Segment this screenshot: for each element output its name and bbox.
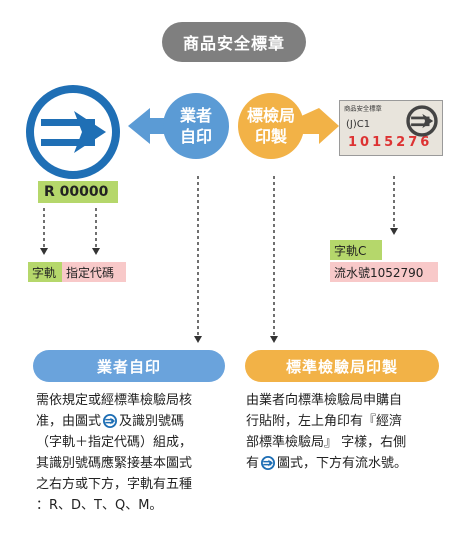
- safety-sticker: 商品安全標章 (J)C1 1015276: [339, 100, 443, 156]
- vendor-section-heading: 業者自印: [33, 350, 225, 382]
- tag-letter: 字軌: [28, 262, 62, 282]
- bureau-print-circle: 標檢局 印製: [238, 93, 304, 159]
- vendor-description: 需依規定或經標準檢驗局核 准，由圖式 及識別號碼 （字軌＋指定代碼）組成， 其識…: [36, 393, 193, 513]
- bureau-section-heading: 標準檢驗局印製: [245, 350, 439, 382]
- tag-designated-code: 指定代碼: [62, 262, 126, 282]
- page-title: 商品安全標章: [162, 22, 306, 62]
- right-arrow-icon: [297, 108, 339, 144]
- vendor-print-circle: 業者 自印: [163, 93, 229, 159]
- identification-code: R 00000: [38, 181, 118, 203]
- left-arrow-icon: [128, 108, 172, 144]
- sticker-code: (J)C1: [346, 119, 371, 130]
- bureau-down-arrow: [270, 176, 278, 343]
- sticker-serial: 1015276: [348, 135, 433, 150]
- right-dashed-arrow: [390, 176, 398, 235]
- sticker-logo-icon: [406, 105, 438, 137]
- safety-mark-logo-icon: [26, 85, 120, 179]
- sticker-top-text: 商品安全標章: [344, 104, 382, 113]
- tag-serial-number: 流水號1052790: [330, 262, 438, 282]
- safety-mark-inline-icon: [103, 414, 118, 428]
- left-dashed-arrows: [40, 208, 100, 255]
- vendor-down-arrow: [194, 176, 202, 343]
- bureau-description: 由業者向標準檢驗局申購自 行貼附，左上角印有『經濟 部標準檢驗局』 字樣，右側 …: [246, 393, 408, 471]
- tag-letter-c: 字軌C: [330, 240, 382, 260]
- safety-mark-inline-icon: [261, 456, 276, 470]
